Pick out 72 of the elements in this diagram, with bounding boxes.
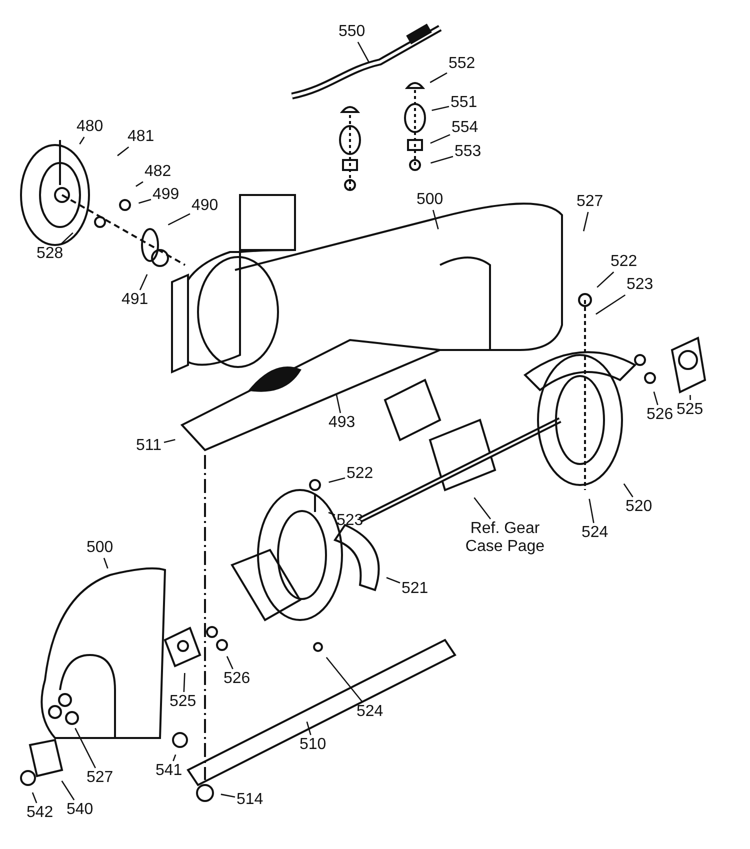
callout-number: 526 — [224, 670, 250, 688]
callout-number: 490 — [192, 197, 218, 215]
leader-line — [623, 483, 634, 498]
leader-line — [357, 42, 370, 62]
leader-line — [328, 477, 346, 483]
leader-line — [74, 728, 96, 768]
callout-number: 523 — [336, 512, 364, 530]
callout-number: 510 — [300, 736, 326, 754]
leader-line — [61, 780, 75, 800]
leader-line — [326, 657, 363, 702]
leader-line — [588, 498, 594, 524]
leader-line — [432, 106, 450, 112]
leader-line — [183, 672, 186, 692]
leader-line — [168, 213, 190, 226]
callout-number: 527 — [86, 769, 114, 787]
leader-line — [690, 394, 691, 400]
callout-number: 542 — [26, 804, 54, 822]
callout-number: 480 — [76, 118, 104, 136]
callout-number: 514 — [236, 791, 264, 809]
callout-number: 552 — [448, 55, 476, 73]
callout-number: 525 — [676, 401, 704, 419]
reference-note: Ref. Gear Case Page — [455, 520, 555, 556]
leader-line — [306, 722, 312, 736]
leader-line — [432, 210, 439, 230]
leader-line — [117, 146, 130, 156]
callout-number: 482 — [144, 163, 172, 181]
callout-number: 523 — [626, 276, 654, 294]
callout-number: 525 — [170, 693, 196, 711]
callout-number: 524 — [356, 703, 384, 721]
callout-number: 499 — [152, 186, 180, 204]
callout-number: 511 — [136, 437, 162, 455]
callout-number: 526 — [646, 406, 674, 424]
leader-line — [60, 232, 74, 244]
leader-line — [138, 198, 152, 204]
callout-number: 524 — [582, 524, 608, 542]
callout-number: 527 — [576, 193, 604, 211]
leader-line — [172, 754, 176, 762]
leader-line — [653, 392, 658, 406]
callout-number: 522 — [610, 253, 638, 271]
callout-number: 522 — [346, 465, 374, 483]
leader-line — [430, 156, 454, 164]
callout-number: 550 — [338, 23, 366, 41]
leader-line — [582, 212, 589, 232]
leader-line — [596, 272, 614, 288]
callout-number: 528 — [36, 245, 64, 263]
callout-number: 481 — [128, 128, 154, 146]
callout-number: 520 — [626, 498, 652, 516]
leader-line — [32, 792, 38, 804]
callout-number: 540 — [66, 801, 94, 819]
callout-number: 491 — [122, 291, 148, 309]
leader-line — [164, 438, 176, 444]
leader-line — [474, 497, 492, 520]
leader-line — [336, 394, 342, 414]
callout-number: 521 — [402, 580, 428, 598]
leader-line — [103, 558, 108, 569]
leader-line — [386, 577, 400, 584]
leader-line — [430, 72, 448, 84]
callout-number: 554 — [452, 119, 478, 137]
leader-line — [226, 656, 234, 670]
callout-number: 553 — [454, 143, 482, 161]
leader-line — [328, 512, 336, 516]
leader-line — [139, 274, 148, 290]
leader-line — [136, 181, 144, 187]
leader-line — [430, 134, 450, 144]
callout-number: 493 — [328, 414, 356, 432]
leader-line — [79, 136, 85, 144]
callout-number: 500 — [416, 191, 444, 209]
callout-number: 551 — [450, 94, 478, 112]
callout-number: 500 — [86, 539, 114, 557]
leader-line — [220, 794, 236, 798]
callout-number: 541 — [156, 762, 182, 780]
leader-line — [596, 294, 626, 315]
